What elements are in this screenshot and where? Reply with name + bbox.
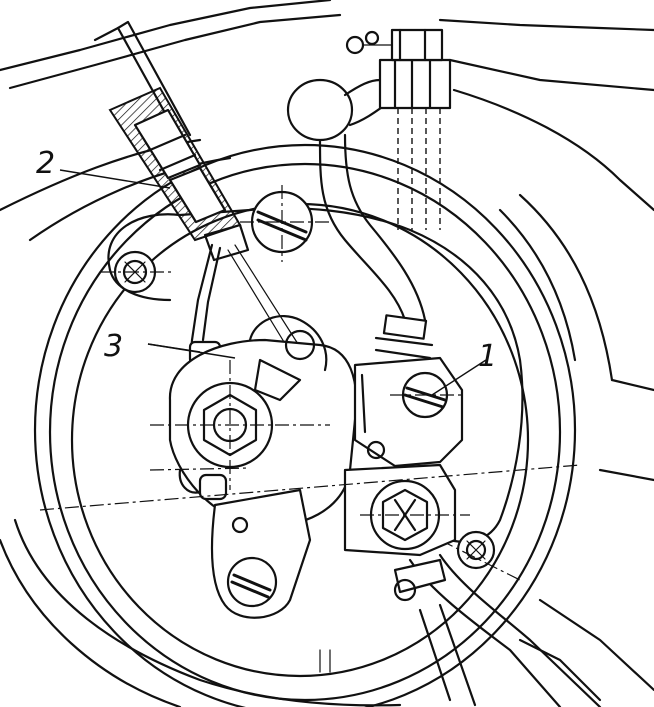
right-mount-screw <box>439 530 521 581</box>
left-mount-screw <box>100 250 172 294</box>
callout-leaders <box>59 169 487 396</box>
control-cable <box>93 20 306 361</box>
oil-pipe <box>318 133 434 360</box>
callout-1: 1 <box>478 339 497 374</box>
leader-3b <box>147 343 236 359</box>
leader-2 <box>59 169 171 189</box>
callout-3: 3 <box>104 329 123 364</box>
top-union <box>286 28 452 230</box>
ht-lead <box>393 553 602 707</box>
top-slotted-screw <box>240 185 330 262</box>
lower-arm <box>178 468 312 619</box>
centre-lines <box>39 464 581 511</box>
callout-labels: 2 3 1 <box>36 146 497 374</box>
callout-2: 2 <box>36 146 55 181</box>
leader-1 <box>431 359 487 396</box>
terminal-nut <box>360 479 470 551</box>
cam-nut <box>150 360 330 490</box>
adjusting-screw <box>390 371 465 419</box>
